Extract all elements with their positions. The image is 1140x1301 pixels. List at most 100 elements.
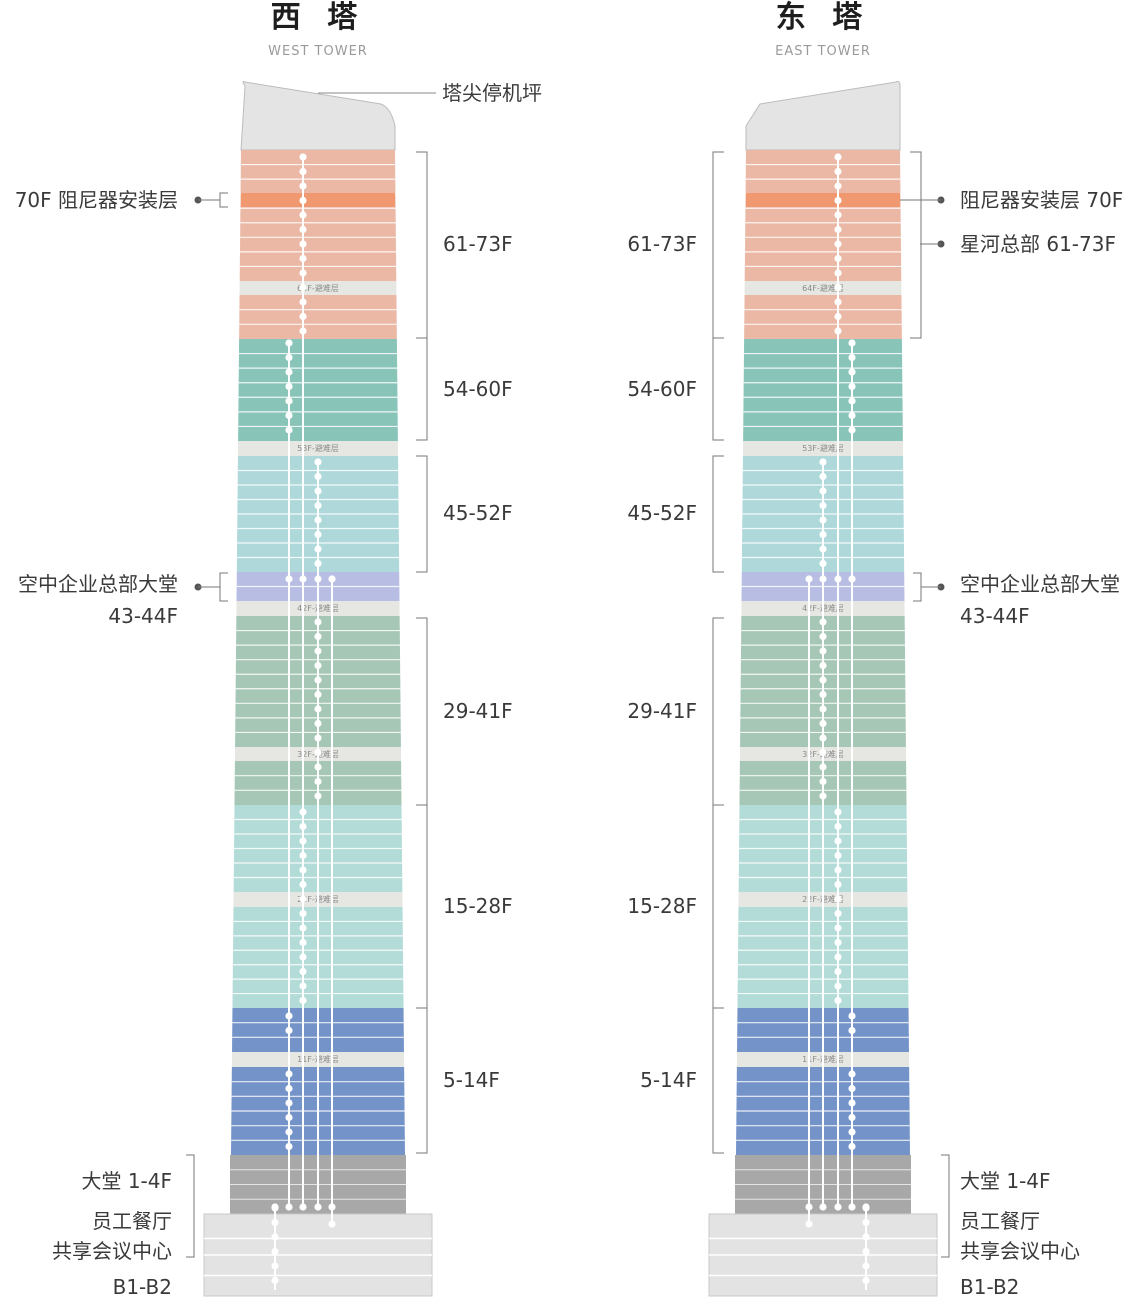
east-elevator-stop — [834, 982, 842, 990]
east-elevator-stop — [834, 909, 842, 918]
spire-helipad-label: 塔尖停机坪 — [442, 81, 542, 105]
east-elevator-stop — [848, 1142, 856, 1151]
west-elevator-stop — [285, 353, 293, 362]
east-elevator-stop — [819, 487, 827, 495]
west-elevator-stop — [299, 953, 307, 961]
east-elevator-stop — [819, 734, 827, 742]
east-elevator-stop — [819, 618, 827, 626]
west-lobby-stop — [328, 1203, 336, 1211]
west-lobby-label: 大堂 1-4F — [81, 1169, 172, 1193]
east-canteen-stop — [805, 1220, 813, 1228]
east-elevator-stop — [834, 851, 842, 860]
west-elevator-stop — [314, 705, 322, 713]
west-zone-label-61-73: 61-73F — [443, 232, 513, 256]
west-elevator-stop — [299, 327, 307, 335]
east-elevator-stop — [834, 938, 842, 947]
west-zone-bracket-61-73 — [416, 151, 428, 339]
east-canteen-label: 员工餐厅 — [960, 1209, 1040, 1233]
west-zone-ranges: 61-73F 54-60F 45-52F 29-41F 15-28F 5-14F — [416, 151, 513, 1154]
west-elevator-stop — [285, 426, 293, 434]
east-zone-label-15-28: 15-28F — [627, 894, 697, 918]
west-damper-label: 70F 阻尼器安装层 — [15, 188, 178, 212]
west-elevator-stop — [285, 397, 293, 405]
west-canteen-stop — [328, 1220, 336, 1228]
east-elevator-stop — [848, 411, 856, 420]
east-zone-bracket-15-28 — [712, 804, 724, 1009]
west-elevator-stop — [299, 996, 307, 1005]
west-tower-title: 西 塔 — [271, 0, 365, 35]
west-basement-label: B1-B2 — [113, 1275, 172, 1299]
west-zone-label-29-41: 29-41F — [443, 699, 513, 723]
west-sky-lobby-label: 空中企业总部大堂 — [18, 572, 178, 596]
west-refuge-floor-label: 53F-避难层 — [297, 443, 339, 453]
west-elevator-stop — [285, 1012, 293, 1020]
east-elevator-stop — [834, 866, 842, 874]
east-zone-bracket-54-60 — [712, 337, 724, 441]
east-lobby-stop — [805, 1203, 813, 1211]
east-tower: 64F-避难层53F-避难层42F-避难层32F-避难层22F-避难层11F-避… — [708, 81, 938, 1297]
west-elevator-stop — [285, 339, 293, 347]
east-sky-lobby-floors: 43-44F — [960, 604, 1030, 628]
west-elevator-stop — [314, 676, 322, 684]
east-elevator-stop — [819, 719, 827, 728]
east-elevator-stop — [819, 458, 827, 466]
west-elevator-stop — [299, 851, 307, 860]
west-zone-bracket-15-28 — [416, 804, 428, 1009]
west-elevator-stop — [314, 748, 322, 757]
east-zone-label-29-41: 29-41F — [627, 699, 697, 723]
west-elevator-stop — [271, 1218, 279, 1227]
west-elevator-stop — [285, 368, 293, 376]
west-elevator-stop — [299, 211, 307, 219]
west-elevator-stop — [285, 411, 293, 420]
east-refuge-floor-label: 64F-避难层 — [802, 283, 844, 293]
east-elevator-stop — [834, 822, 842, 831]
west-elevator-stop — [314, 472, 322, 481]
east-elevator-stop — [848, 397, 856, 405]
east-lobby-stop — [834, 1203, 842, 1211]
west-sky-lobby-stop — [285, 575, 293, 583]
east-damper-label: 阻尼器安装层 70F — [960, 188, 1123, 212]
west-elevator-stop — [299, 225, 307, 234]
west-elevator-stop — [285, 1113, 293, 1122]
east-elevator-stop — [834, 254, 842, 263]
east-elevator-stop — [862, 1247, 870, 1256]
west-elevator-stop — [299, 298, 307, 306]
west-elevator-stop — [314, 792, 322, 800]
east-band-zone — [744, 150, 902, 281]
east-zone-bracket-5-14 — [712, 1007, 724, 1154]
west-elevator-stop — [299, 837, 307, 845]
east-elevator-stop — [834, 895, 842, 903]
east-band-refuge — [742, 441, 904, 456]
east-elevator-stop — [834, 283, 842, 292]
east-elevator-stop — [848, 339, 856, 347]
west-elevator-stop — [314, 647, 322, 655]
east-elevator-stop — [848, 426, 856, 434]
west-zone-bracket-5-14 — [416, 1007, 428, 1154]
east-elevator-stop — [819, 516, 827, 524]
west-elevator-stop — [271, 1276, 279, 1285]
west-elevator-stop — [314, 632, 322, 641]
west-elevator-stop — [271, 1262, 279, 1270]
west-sky-lobby-stop — [299, 575, 307, 583]
west-elevator-stop — [314, 690, 322, 699]
west-elevator-stop — [314, 559, 322, 568]
west-elevator-stop — [299, 895, 307, 903]
east-elevator-stop — [819, 472, 827, 481]
west-sky-lobby-floors: 43-44F — [108, 604, 178, 628]
east-elevator-stop — [819, 501, 827, 510]
west-elevator-stop — [299, 153, 307, 161]
east-elevator-stop — [834, 924, 842, 932]
west-elevator-stop — [314, 545, 322, 553]
east-lobby-bracket — [941, 1154, 950, 1258]
east-elevator-stop — [834, 312, 842, 321]
east-elevator-stop — [819, 676, 827, 684]
east-elevator-stop — [848, 1026, 856, 1035]
west-elevator-stop — [299, 909, 307, 918]
east-elevator-stop — [834, 211, 842, 219]
west-elevator-stop — [299, 240, 307, 248]
east-band-zone — [744, 295, 902, 339]
west-elevator-stop — [299, 982, 307, 990]
east-elevator-stop — [819, 690, 827, 699]
east-elevator-stop — [834, 182, 842, 190]
